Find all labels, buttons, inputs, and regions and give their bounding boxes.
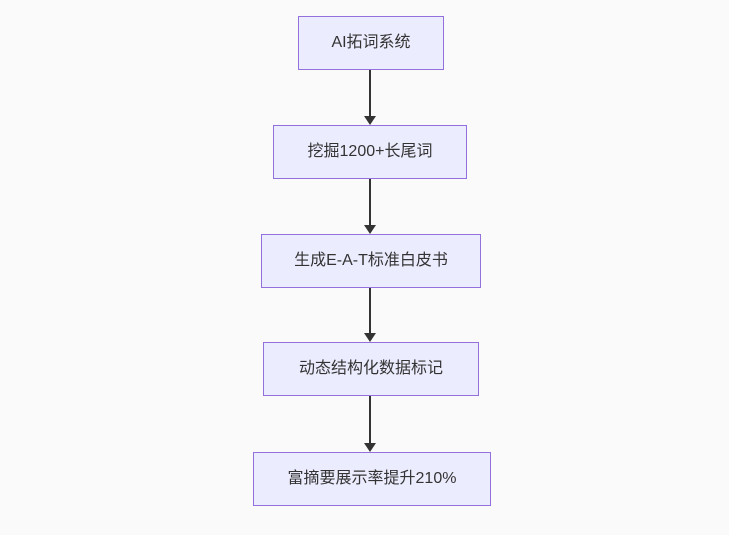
edge-line [369,179,371,226]
flow-node-longtail-mining: 挖掘1200+长尾词 [273,125,467,179]
node-label: 富摘要展示率提升210% [287,470,457,487]
node-label: 挖掘1200+长尾词 [307,143,433,160]
arrowhead-down-icon [364,443,376,452]
flow-node-rich-snippet-result: 富摘要展示率提升210% [253,452,491,506]
arrowhead-down-icon [364,225,376,234]
node-label: AI拓词系统 [331,34,411,51]
flow-node-eat-whitepaper: 生成E-A-T标准白皮书 [261,234,481,288]
flow-node-structured-data-markup: 动态结构化数据标记 [263,342,479,396]
edge-line [369,70,371,117]
edge-line [369,396,371,444]
flow-node-ai-keyword-system: AI拓词系统 [298,16,444,70]
arrowhead-down-icon [364,333,376,342]
node-label: 生成E-A-T标准白皮书 [294,252,448,269]
node-label: 动态结构化数据标记 [298,360,443,377]
edge-line [369,288,371,334]
arrowhead-down-icon [364,116,376,125]
